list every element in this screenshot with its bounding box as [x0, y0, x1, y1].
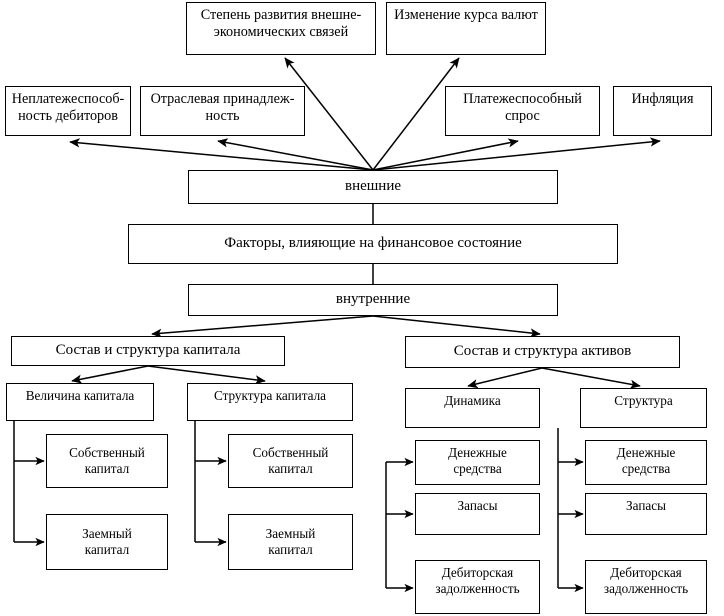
- node-label: Динамика: [444, 393, 501, 408]
- edge-external-to-ext5: [372, 138, 519, 171]
- node-label: Структура: [614, 393, 673, 408]
- node-capital-structure-debt[interactable]: Заемный капитал: [228, 514, 353, 570]
- node-label: Запасы: [457, 498, 498, 513]
- node-label: Изменение курса валют: [394, 7, 538, 23]
- edge-external-to-ext2: [372, 57, 460, 171]
- node-assets-composition[interactable]: Состав и структура активов: [405, 336, 680, 368]
- node-label: Платежеспособный спрос: [463, 91, 582, 124]
- node-label: Заемный капитал: [82, 526, 132, 557]
- node-label: Денежные средства: [448, 445, 507, 476]
- node-label: Структура капитала: [213, 388, 327, 403]
- node-assets-structure-receivables[interactable]: Дебиторская задолженность: [585, 560, 707, 614]
- node-external-group[interactable]: внешние: [188, 170, 558, 204]
- node-label: Неплатежеспособ- ность дебиторов: [11, 91, 125, 124]
- node-label: Запасы: [626, 498, 666, 513]
- node-external-factor-4[interactable]: Отраслевая принадлеж- ность: [140, 86, 305, 136]
- edge-external-to-ext4: [217, 138, 374, 171]
- node-assets-dynamics[interactable]: Динамика: [405, 388, 540, 428]
- node-label: Отраслевая принадлеж- ность: [150, 91, 295, 124]
- node-external-factor-6[interactable]: Инфляция: [613, 86, 712, 136]
- node-label: Факторы, влияющие на финансовое состояни…: [224, 235, 522, 252]
- node-internal-group[interactable]: внутренние: [188, 284, 558, 316]
- node-label: Инфляция: [631, 91, 694, 107]
- node-label: Состав и структура капитала: [55, 342, 241, 359]
- node-assets-structure-cash[interactable]: Денежные средства: [585, 440, 707, 485]
- node-external-factor-3[interactable]: Неплатежеспособ- ность дебиторов: [5, 86, 131, 136]
- node-label: Собственный капитал: [252, 445, 329, 476]
- node-capital-structure-own[interactable]: Собственный капитал: [228, 434, 353, 488]
- node-assets-dynamics-cash[interactable]: Денежные средства: [415, 440, 540, 485]
- node-assets-structure[interactable]: Структура: [580, 388, 707, 428]
- node-capital-structure[interactable]: Структура капитала: [187, 383, 353, 421]
- node-label: Степень развития внешне- экономических с…: [200, 7, 362, 40]
- edge-external-to-ext6: [372, 137, 661, 171]
- edge-capital-to-amount: [71, 365, 149, 384]
- node-capital-amount-debt[interactable]: Заемный капитал: [46, 514, 168, 570]
- node-capital-amount-own[interactable]: Собственный капитал: [46, 434, 168, 488]
- node-external-factor-2[interactable]: Изменение курса валют: [386, 2, 546, 55]
- edge-assets-to-dynamics: [467, 367, 543, 389]
- node-label: внутренние: [335, 291, 411, 308]
- node-external-factor-1[interactable]: Степень развития внешне- экономических с…: [186, 2, 376, 55]
- edge-assets-to-structure: [541, 367, 641, 389]
- node-label: Величина капитала: [25, 388, 135, 403]
- node-capital-composition[interactable]: Состав и структура капитала: [11, 336, 285, 366]
- node-label: Дебиторская задолженность: [603, 565, 689, 596]
- node-label: Состав и структура активов: [453, 343, 632, 360]
- node-label: внешние: [344, 178, 402, 195]
- node-label: Дебиторская задолженность: [435, 565, 520, 596]
- node-label: Заемный капитал: [265, 526, 316, 557]
- edge-external-to-ext3: [69, 138, 374, 171]
- node-label: Денежные средства: [616, 445, 676, 476]
- node-assets-structure-stock[interactable]: Запасы: [585, 493, 707, 535]
- node-external-factor-5[interactable]: Платежеспособный спрос: [445, 86, 600, 136]
- node-diagram-title[interactable]: Факторы, влияющие на финансовое состояни…: [128, 224, 618, 264]
- node-assets-dynamics-receivables[interactable]: Дебиторская задолженность: [415, 560, 540, 614]
- node-label: Собственный капитал: [69, 445, 145, 476]
- node-assets-dynamics-stock[interactable]: Запасы: [415, 493, 540, 535]
- node-capital-amount[interactable]: Величина капитала: [6, 383, 154, 421]
- edge-external-to-ext1: [284, 57, 374, 171]
- edge-internal-to-capital: [151, 315, 374, 338]
- edge-internal-to-assets: [372, 315, 541, 338]
- edge-capital-to-structure: [147, 365, 266, 385]
